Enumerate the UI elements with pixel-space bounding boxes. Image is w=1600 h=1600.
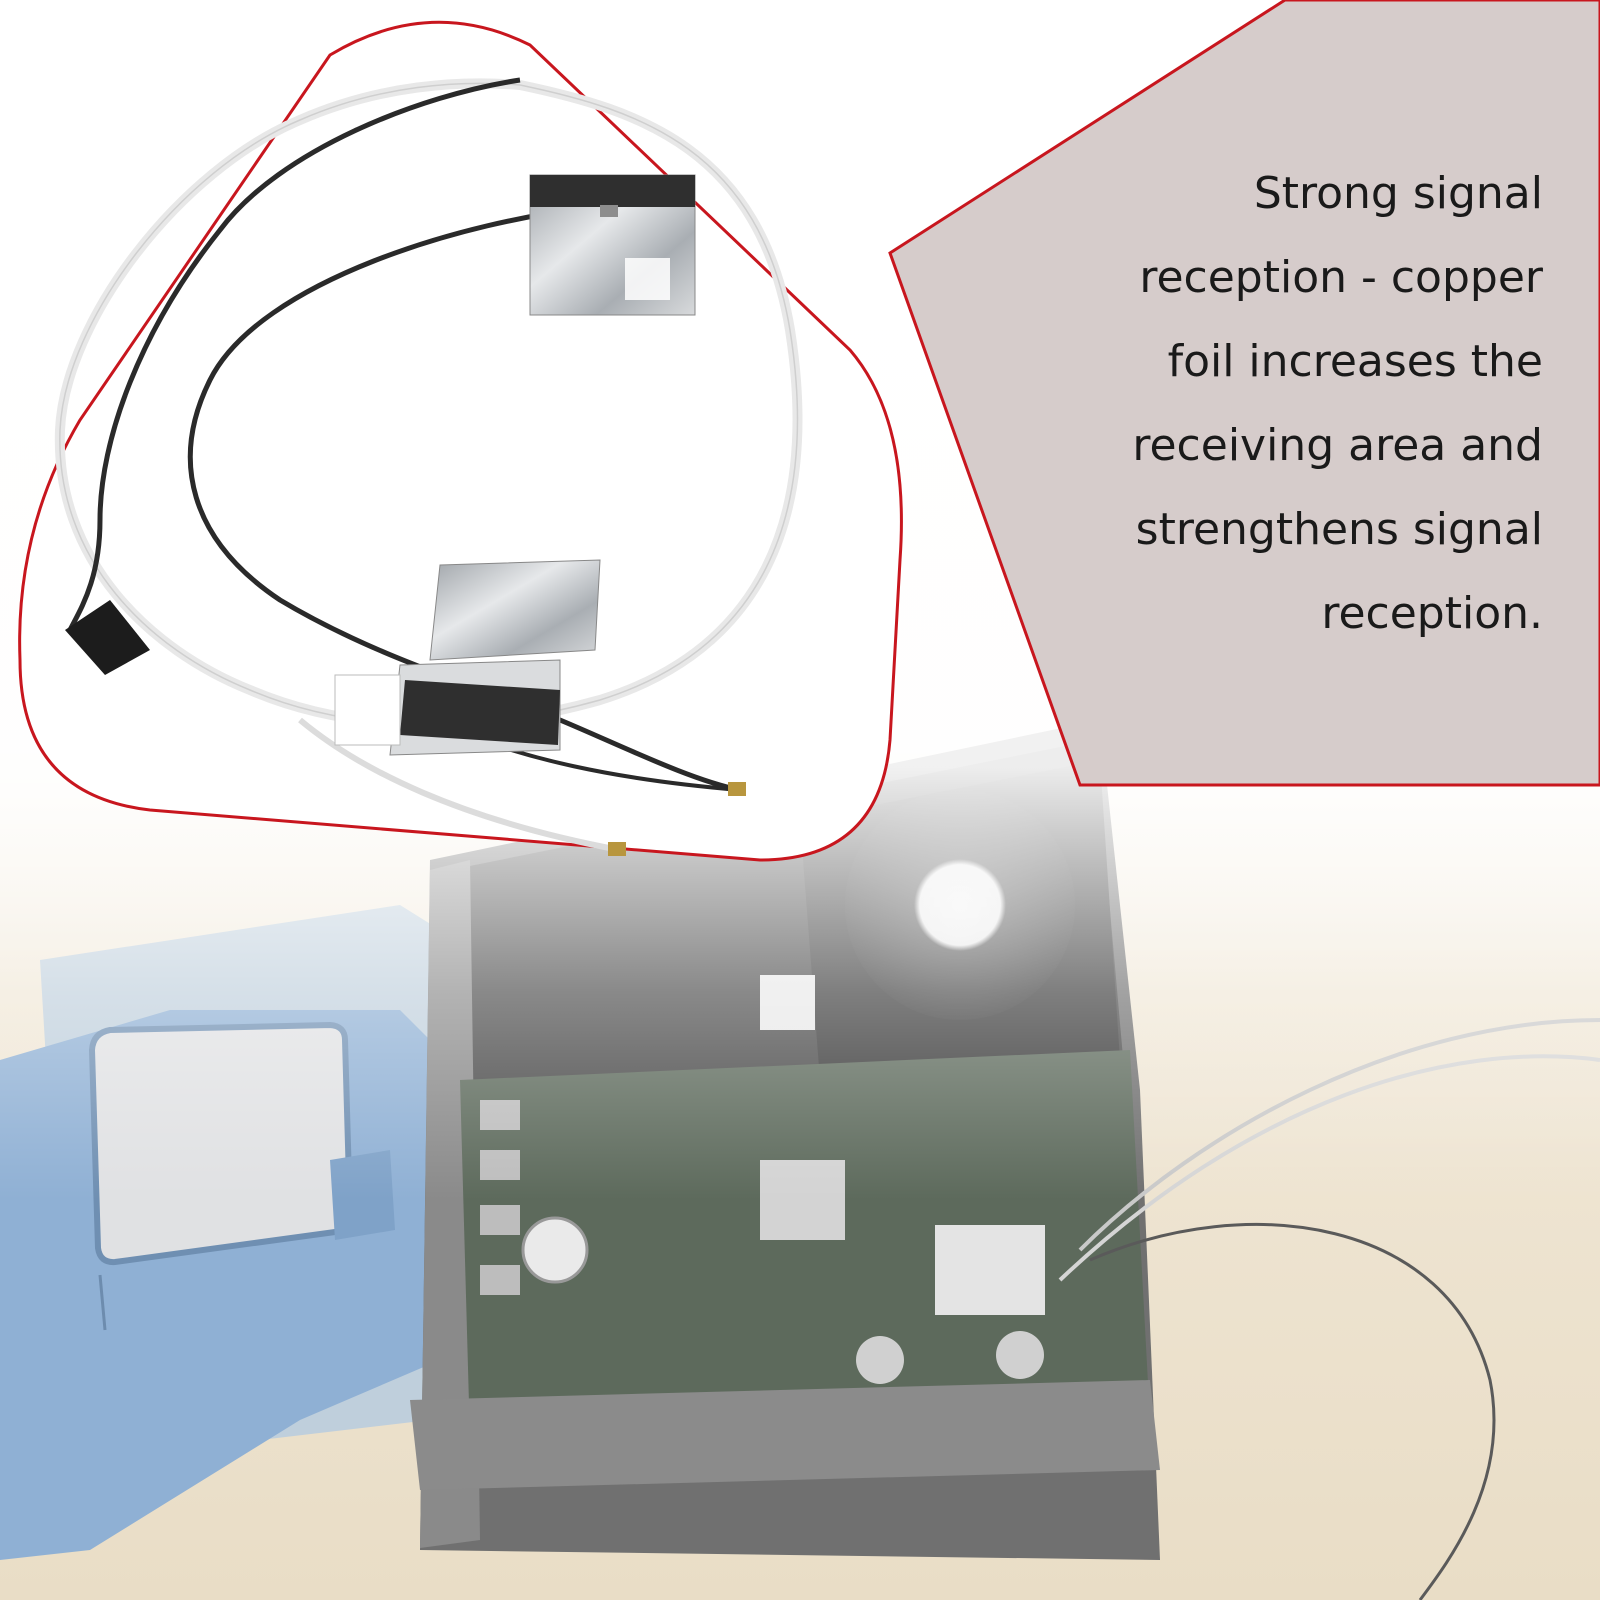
- ufl-connectors: [608, 782, 746, 856]
- callout-line: reception.: [1321, 588, 1543, 639]
- callout-line: receiving area and: [1132, 420, 1543, 471]
- callout-line: reception - copper: [1139, 252, 1543, 303]
- callout-text: Strong signal reception - copper foil in…: [983, 152, 1543, 656]
- callout-line: foil increases the: [1167, 336, 1543, 387]
- callout-line: strengthens signal: [1135, 504, 1543, 555]
- antenna-main-panel: [334, 559, 601, 756]
- wifi-antenna-cables: [54, 77, 803, 853]
- antenna-aux-panel: [529, 174, 696, 316]
- callout-line: Strong signal: [1253, 168, 1543, 219]
- callout-background: [888, 0, 1600, 787]
